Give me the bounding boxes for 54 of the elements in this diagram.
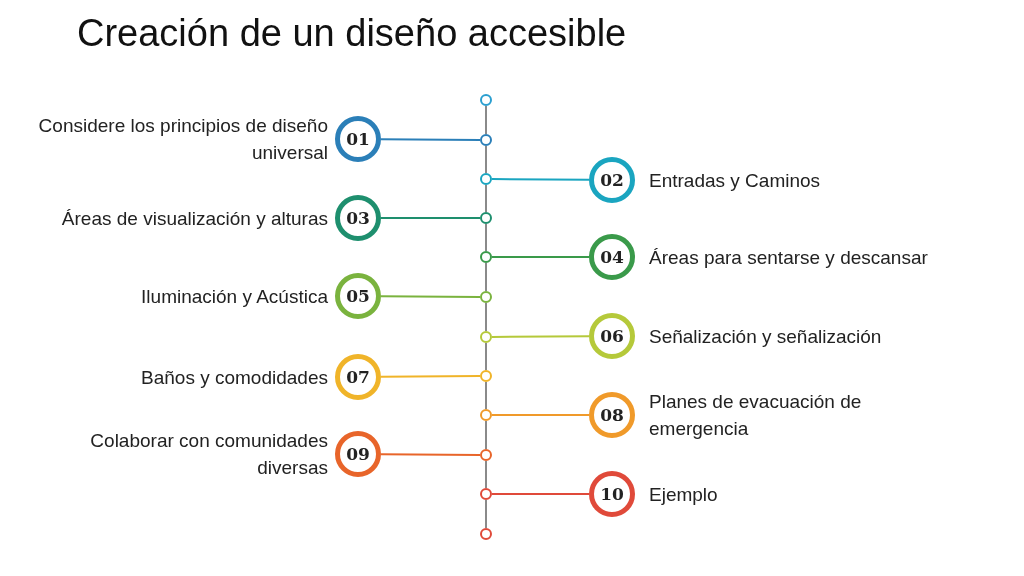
title: Creación de un diseño accesible — [77, 12, 627, 55]
step-text: Considere los principios de diseño universal — [37, 114, 328, 165]
connector-line — [491, 335, 590, 338]
timeline-dot — [480, 251, 492, 263]
step-number-circle: 01 — [335, 116, 381, 162]
step-number-circle: 06 — [589, 313, 635, 359]
connector-line — [380, 217, 481, 219]
timeline-dot — [480, 409, 492, 421]
timeline-line — [485, 184, 487, 213]
step-number-circle: 09 — [335, 431, 381, 477]
step-number-circle: 04 — [589, 234, 635, 280]
step-text: Baños y comodidades — [140, 365, 328, 390]
connector-line — [380, 375, 481, 378]
connector-line — [491, 178, 590, 181]
timeline-line — [485, 499, 487, 529]
step-text: Planes de evacuación de emergencia — [649, 390, 863, 441]
connector-line — [380, 138, 481, 141]
timeline-dot — [480, 212, 492, 224]
timeline-line — [485, 420, 487, 450]
step-text: Iluminación y Acústica — [140, 284, 328, 309]
timeline-line — [485, 262, 487, 292]
connector-line — [380, 453, 481, 456]
step-text: Áreas de visualización y alturas — [60, 206, 328, 231]
timeline-line — [485, 105, 487, 135]
step-number-circle: 08 — [589, 392, 635, 438]
step-text: Colaborar con comunidades diversas — [89, 429, 328, 480]
timeline-dot — [480, 488, 492, 500]
connector-line — [491, 256, 590, 258]
connector-line — [380, 295, 481, 298]
timeline-line — [485, 460, 487, 489]
step-text: Señalización y señalización — [649, 324, 883, 349]
step-text: Ejemplo — [649, 482, 719, 507]
timeline-dot — [480, 331, 492, 343]
timeline-dot — [480, 370, 492, 382]
timeline-dot — [480, 291, 492, 303]
timeline-dot — [480, 528, 492, 540]
connector-line — [491, 493, 590, 495]
timeline-line — [485, 342, 487, 371]
timeline-line — [485, 381, 487, 410]
step-number-circle: 05 — [335, 273, 381, 319]
step-number-circle: 02 — [589, 157, 635, 203]
step-text: Áreas para sentarse y descansar — [649, 245, 929, 270]
connector-line — [491, 414, 590, 416]
timeline-line — [485, 145, 487, 174]
timeline-line — [485, 302, 487, 332]
step-text: Entradas y Caminos — [649, 168, 822, 193]
timeline-dot — [480, 449, 492, 461]
timeline-dot — [480, 173, 492, 185]
step-number-circle: 03 — [335, 195, 381, 241]
step-number-circle: 10 — [589, 471, 635, 517]
timeline-dot — [480, 134, 492, 146]
step-number-circle: 07 — [335, 354, 381, 400]
timeline-dot — [480, 94, 492, 106]
timeline-line — [485, 223, 487, 252]
